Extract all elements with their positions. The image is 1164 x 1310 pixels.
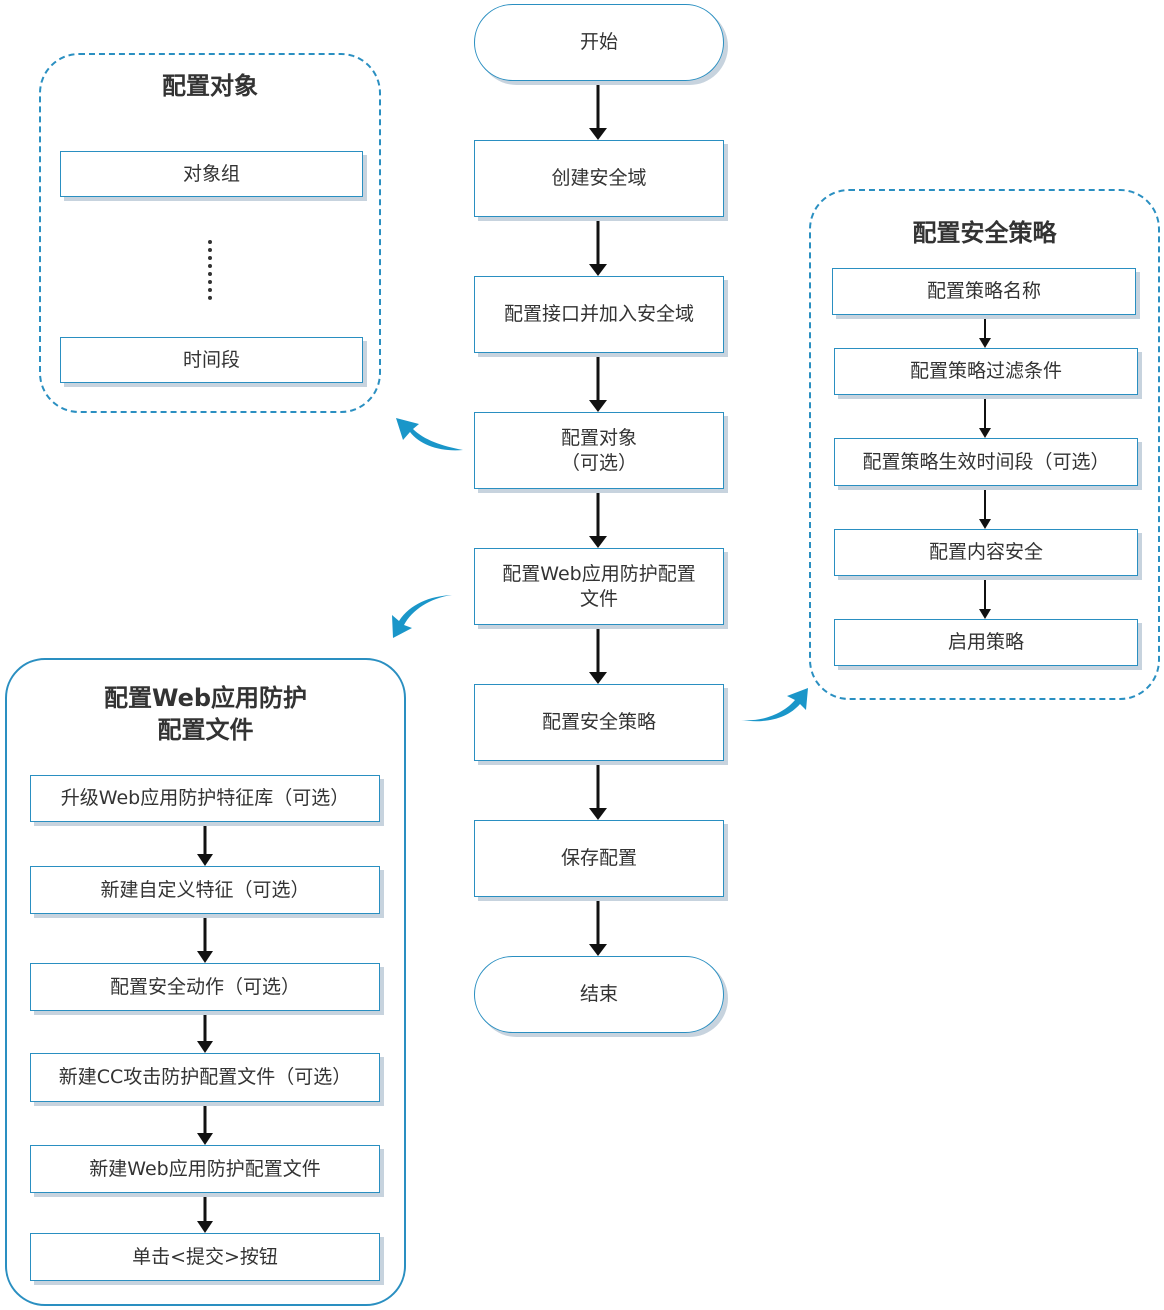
config-waf-step: 配置Web应用防护配置 文件 bbox=[474, 548, 724, 625]
policy-group-container bbox=[809, 189, 1160, 700]
waf-step: 新建CC攻击防护配置文件（可选） bbox=[30, 1053, 380, 1102]
waf-step: 新建Web应用防护配置文件 bbox=[30, 1145, 380, 1193]
policy-step: 配置内容安全 bbox=[834, 529, 1138, 576]
policy-step: 配置策略生效时间段（可选） bbox=[834, 438, 1138, 486]
save-config-step: 保存配置 bbox=[474, 820, 724, 897]
create-zone-step: 创建安全域 bbox=[474, 140, 724, 217]
policy-step: 配置策略名称 bbox=[832, 268, 1136, 315]
policy-step: 配置策略过滤条件 bbox=[834, 348, 1138, 395]
waf-step: 配置安全动作（可选） bbox=[30, 963, 380, 1011]
object-item: 时间段 bbox=[60, 337, 363, 383]
waf-step: 单击<提交>按钮 bbox=[30, 1233, 380, 1281]
start-node: 开始 bbox=[474, 4, 724, 81]
config-policy-step: 配置安全策略 bbox=[474, 684, 724, 761]
config-object-step: 配置对象 （可选） bbox=[474, 412, 724, 489]
waf-group-title: 配置Web应用防护 配置文件 bbox=[103, 684, 308, 744]
policy-group-title: 配置安全策略 bbox=[912, 219, 1057, 247]
curved-arrows bbox=[392, 418, 808, 722]
waf-group-container bbox=[5, 658, 406, 1306]
object-group-title: 配置对象 bbox=[162, 72, 258, 100]
policy-step: 启用策略 bbox=[834, 619, 1138, 666]
ellipsis-separator bbox=[208, 240, 218, 300]
waf-step: 升级Web应用防护特征库（可选） bbox=[30, 775, 380, 822]
object-item: 对象组 bbox=[60, 151, 363, 197]
object-group-container bbox=[39, 53, 381, 413]
waf-step: 新建自定义特征（可选） bbox=[30, 866, 380, 914]
end-node: 结束 bbox=[474, 956, 724, 1033]
config-interface-step: 配置接口并加入安全域 bbox=[474, 276, 724, 353]
